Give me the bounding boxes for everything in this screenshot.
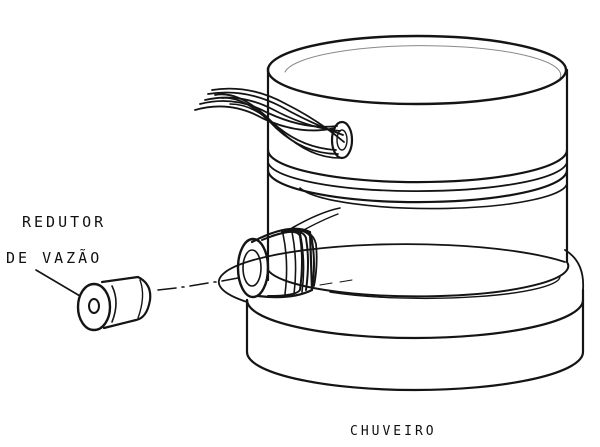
threaded-inlet — [236, 207, 341, 299]
shower-body — [266, 34, 570, 300]
shower-base — [217, 243, 585, 392]
reducer-label-line2: DE VAZÃO — [6, 249, 103, 267]
reducer-leader-line — [35, 269, 81, 297]
power-cables — [194, 87, 354, 160]
assembly-axis — [157, 277, 239, 291]
shower-label: CHUVEIRO — [350, 424, 437, 439]
flow-reducer — [76, 275, 152, 332]
reducer-label-line1: REDUTOR — [22, 213, 107, 231]
